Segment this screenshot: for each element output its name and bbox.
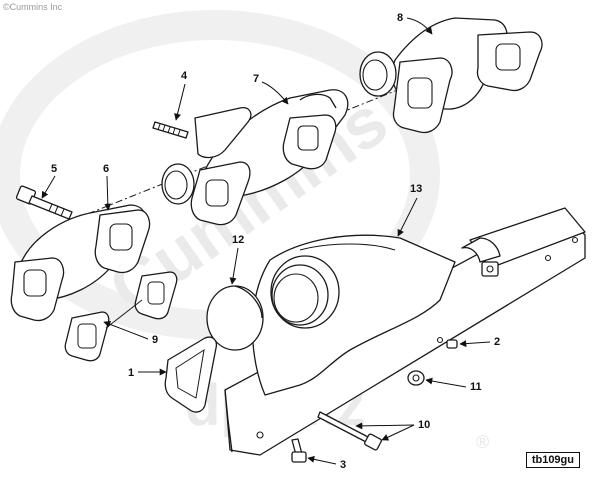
- callout-3: 3: [307, 455, 346, 471]
- part-stud: [152, 121, 189, 139]
- callout-2: 2: [459, 336, 500, 348]
- callout-9: 9: [103, 321, 158, 346]
- callout-label: 13: [410, 183, 422, 195]
- callout-5: 5: [41, 163, 57, 199]
- copyright-notice: ©Cummins Inc: [3, 2, 63, 12]
- registered-mark: ®: [476, 432, 489, 452]
- callout-4: 4: [174, 70, 188, 121]
- callout-label: 11: [470, 381, 482, 393]
- part-rear-manifold-section: [359, 17, 543, 134]
- callout-1: 1: [128, 367, 167, 379]
- callout-label: 12: [232, 234, 244, 246]
- callout-12: 12: [229, 234, 244, 285]
- part-front-manifold-section: [10, 204, 151, 322]
- callout-8: 8: [397, 12, 433, 35]
- callout-7: 7: [253, 73, 289, 105]
- callout-label: 3: [340, 459, 346, 471]
- callout-11: 11: [425, 377, 482, 393]
- callout-label: 7: [253, 73, 259, 85]
- callout-label: 6: [103, 163, 109, 175]
- callout-label: 8: [397, 12, 403, 24]
- callout-label: 4: [181, 70, 188, 82]
- part-stud-nut: [317, 411, 382, 451]
- callout-label: 2: [494, 336, 500, 348]
- callout-label: 9: [152, 334, 158, 346]
- part-center-manifold-section: [161, 89, 349, 226]
- part-gaskets: [64, 271, 178, 362]
- part-capscrew: [15, 185, 73, 220]
- part-plug-screw: [446, 339, 458, 349]
- callout-10: 10: [355, 419, 430, 441]
- part-intake-housing: [224, 207, 586, 456]
- callout-13: 13: [397, 183, 422, 237]
- callout-label: 1: [128, 367, 134, 379]
- callout-6: 6: [103, 163, 112, 211]
- part-plug: [206, 285, 264, 351]
- figure-reference-id: tb109gu: [525, 452, 580, 468]
- part-fitting: [407, 370, 425, 386]
- callout-label: 5: [51, 163, 57, 175]
- part-screw: [291, 438, 307, 463]
- part-gasket-1: [164, 336, 218, 413]
- callout-label: 10: [418, 419, 430, 431]
